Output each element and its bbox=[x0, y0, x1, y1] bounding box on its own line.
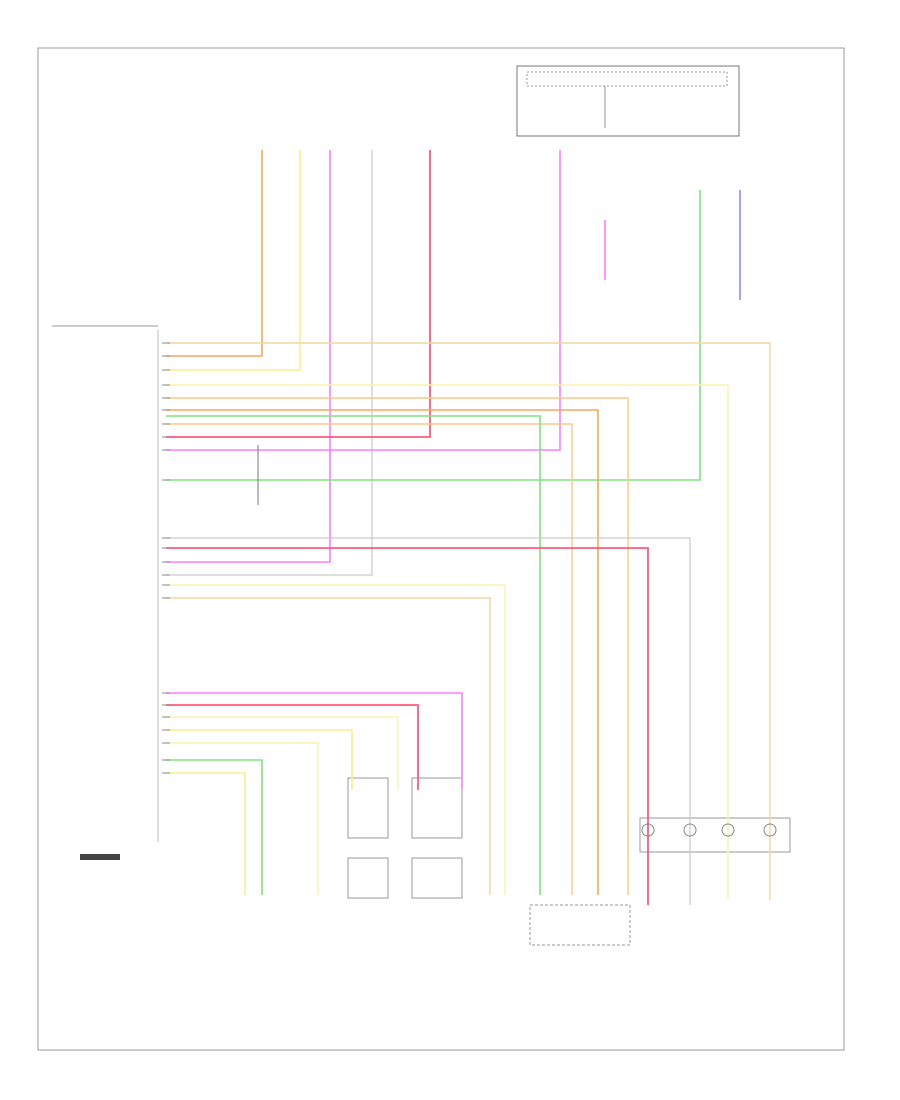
wires bbox=[166, 150, 771, 905]
wire-tan-2 bbox=[166, 597, 491, 895]
wire-light-yellow-1 bbox=[166, 384, 729, 900]
wire-tan-1 bbox=[166, 342, 771, 900]
wire-red-2 bbox=[166, 547, 649, 905]
connector-pin-marks bbox=[162, 342, 170, 774]
wire-green-3 bbox=[166, 759, 263, 895]
wire-orange-2 bbox=[166, 409, 599, 895]
sensor-box-4 bbox=[411, 857, 463, 899]
wire-orange-3 bbox=[166, 423, 573, 895]
wire-red-1 bbox=[166, 150, 431, 438]
wire-magenta-4 bbox=[166, 692, 463, 790]
wire-yellow-2 bbox=[166, 729, 353, 790]
wire-gray-1 bbox=[166, 150, 373, 576]
wire-green-1 bbox=[166, 190, 701, 481]
wire-magenta-2 bbox=[166, 150, 561, 451]
buckle-switch-box bbox=[529, 904, 631, 946]
sensor-box-2 bbox=[411, 777, 463, 839]
diagram-border bbox=[37, 47, 845, 1051]
wire-light-yellow-2 bbox=[166, 584, 506, 895]
wire-gray-2 bbox=[166, 537, 691, 905]
sensor-box-3 bbox=[347, 857, 389, 899]
wire-orange-1 bbox=[166, 150, 263, 357]
wire-light-yellow-3 bbox=[166, 716, 399, 790]
module-box-inner-dashed bbox=[526, 71, 728, 87]
wire-light-orange-1 bbox=[166, 397, 629, 895]
module-box-top-right bbox=[516, 65, 740, 137]
wire-yellow-3 bbox=[166, 772, 246, 895]
wire-yellow-1 bbox=[166, 150, 301, 371]
wire-red-3 bbox=[166, 704, 419, 790]
wire-magenta-1 bbox=[166, 150, 331, 563]
wire-green-2 bbox=[166, 415, 541, 895]
seatbelt-module-box bbox=[639, 817, 791, 853]
sensor-box-1 bbox=[347, 777, 389, 839]
wire-light-yellow-4 bbox=[166, 742, 319, 895]
ground-symbol bbox=[80, 854, 120, 860]
terminal-circles bbox=[641, 823, 777, 837]
